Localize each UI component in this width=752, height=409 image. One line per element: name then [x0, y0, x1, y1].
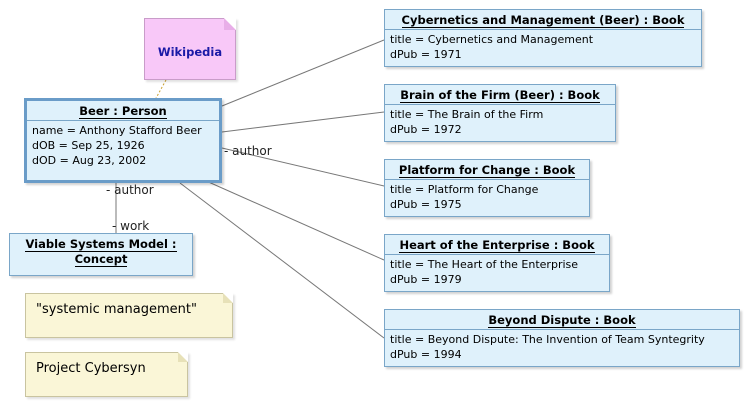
book-attr-dpub: dPub = 1971 [390, 48, 462, 61]
book-header: Heart of the Enterprise : Book [399, 238, 595, 253]
person-attr-dod: dOD = Aug 23, 2002 [32, 154, 147, 167]
book-header: Beyond Dispute : Book [488, 313, 636, 328]
book-attributes: title = The Brain of the Firm dPub = 197… [385, 104, 615, 139]
person-header: Beer : Person [79, 104, 167, 119]
concept-header: Viable Systems Model : Concept [25, 237, 177, 267]
book-header: Brain of the Firm (Beer) : Book [400, 88, 600, 103]
link-line-book-2 [221, 111, 385, 133]
book-attr-dpub: dPub = 1979 [390, 273, 462, 286]
role-label-author-books: - author [224, 144, 272, 158]
book-attr-dpub: dPub = 1994 [390, 348, 462, 361]
book-attributes: title = Cybernetics and Management dPub … [385, 29, 701, 64]
book-attr-title: title = The Heart of the Enterprise [390, 258, 579, 271]
person-object-beer[interactable]: Beer : Person name = Anthony Stafford Be… [24, 98, 222, 183]
link-line-book-3 [221, 147, 385, 187]
book-attr-dpub: dPub = 1972 [390, 123, 462, 136]
wikipedia-link[interactable]: Wikipedia [157, 45, 223, 59]
concept-object-vsm[interactable]: Viable Systems Model : Concept [9, 233, 193, 276]
link-line-book-1 [221, 39, 385, 107]
book-attr-title: title = Beyond Dispute: The Invention of… [390, 333, 705, 346]
link-line-book-5 [179, 182, 385, 339]
wikipedia-link-note[interactable]: Wikipedia [144, 18, 236, 80]
person-attributes: name = Anthony Stafford Beer dOB = Sep 2… [27, 120, 219, 170]
book-object-heart-of-the-enterprise[interactable]: Heart of the Enterprise : Book title = T… [384, 234, 610, 292]
note-systemic-management[interactable]: "systemic management" [25, 293, 233, 338]
book-attr-title: title = Cybernetics and Management [390, 33, 594, 46]
note-fold-icon [224, 18, 236, 30]
book-attr-dpub: dPub = 1975 [390, 198, 462, 211]
book-attributes: title = Platform for Change dPub = 1975 [385, 179, 589, 214]
role-label-author-concept: - author [106, 183, 154, 197]
book-object-cybernetics[interactable]: Cybernetics and Management (Beer) : Book… [384, 9, 702, 67]
book-attributes: title = The Heart of the Enterprise dPub… [385, 254, 609, 289]
book-header: Platform for Change : Book [398, 163, 576, 178]
book-attributes: title = Beyond Dispute: The Invention of… [385, 329, 739, 364]
book-object-brain-of-the-firm[interactable]: Brain of the Firm (Beer) : Book title = … [384, 84, 616, 142]
link-line-book-4 [203, 179, 385, 261]
book-object-beyond-dispute[interactable]: Beyond Dispute : Book title = Beyond Dis… [384, 309, 740, 367]
person-attr-dob: dOB = Sep 25, 1926 [32, 139, 145, 152]
book-attr-title: title = Platform for Change [390, 183, 539, 196]
book-attr-title: title = The Brain of the Firm [390, 108, 544, 121]
link-line-wikipedia [154, 79, 167, 101]
book-object-platform-for-change[interactable]: Platform for Change : Book title = Platf… [384, 159, 590, 217]
book-header: Cybernetics and Management (Beer) : Book [401, 13, 685, 28]
person-attr-name: name = Anthony Stafford Beer [32, 124, 202, 137]
note-fold-icon [223, 293, 233, 303]
note-text: "systemic management" [36, 302, 197, 317]
note-text: Project Cybersyn [36, 361, 146, 376]
role-label-work: - work [112, 219, 150, 233]
note-project-cybersyn[interactable]: Project Cybersyn [25, 352, 188, 397]
note-fold-icon [178, 352, 188, 362]
